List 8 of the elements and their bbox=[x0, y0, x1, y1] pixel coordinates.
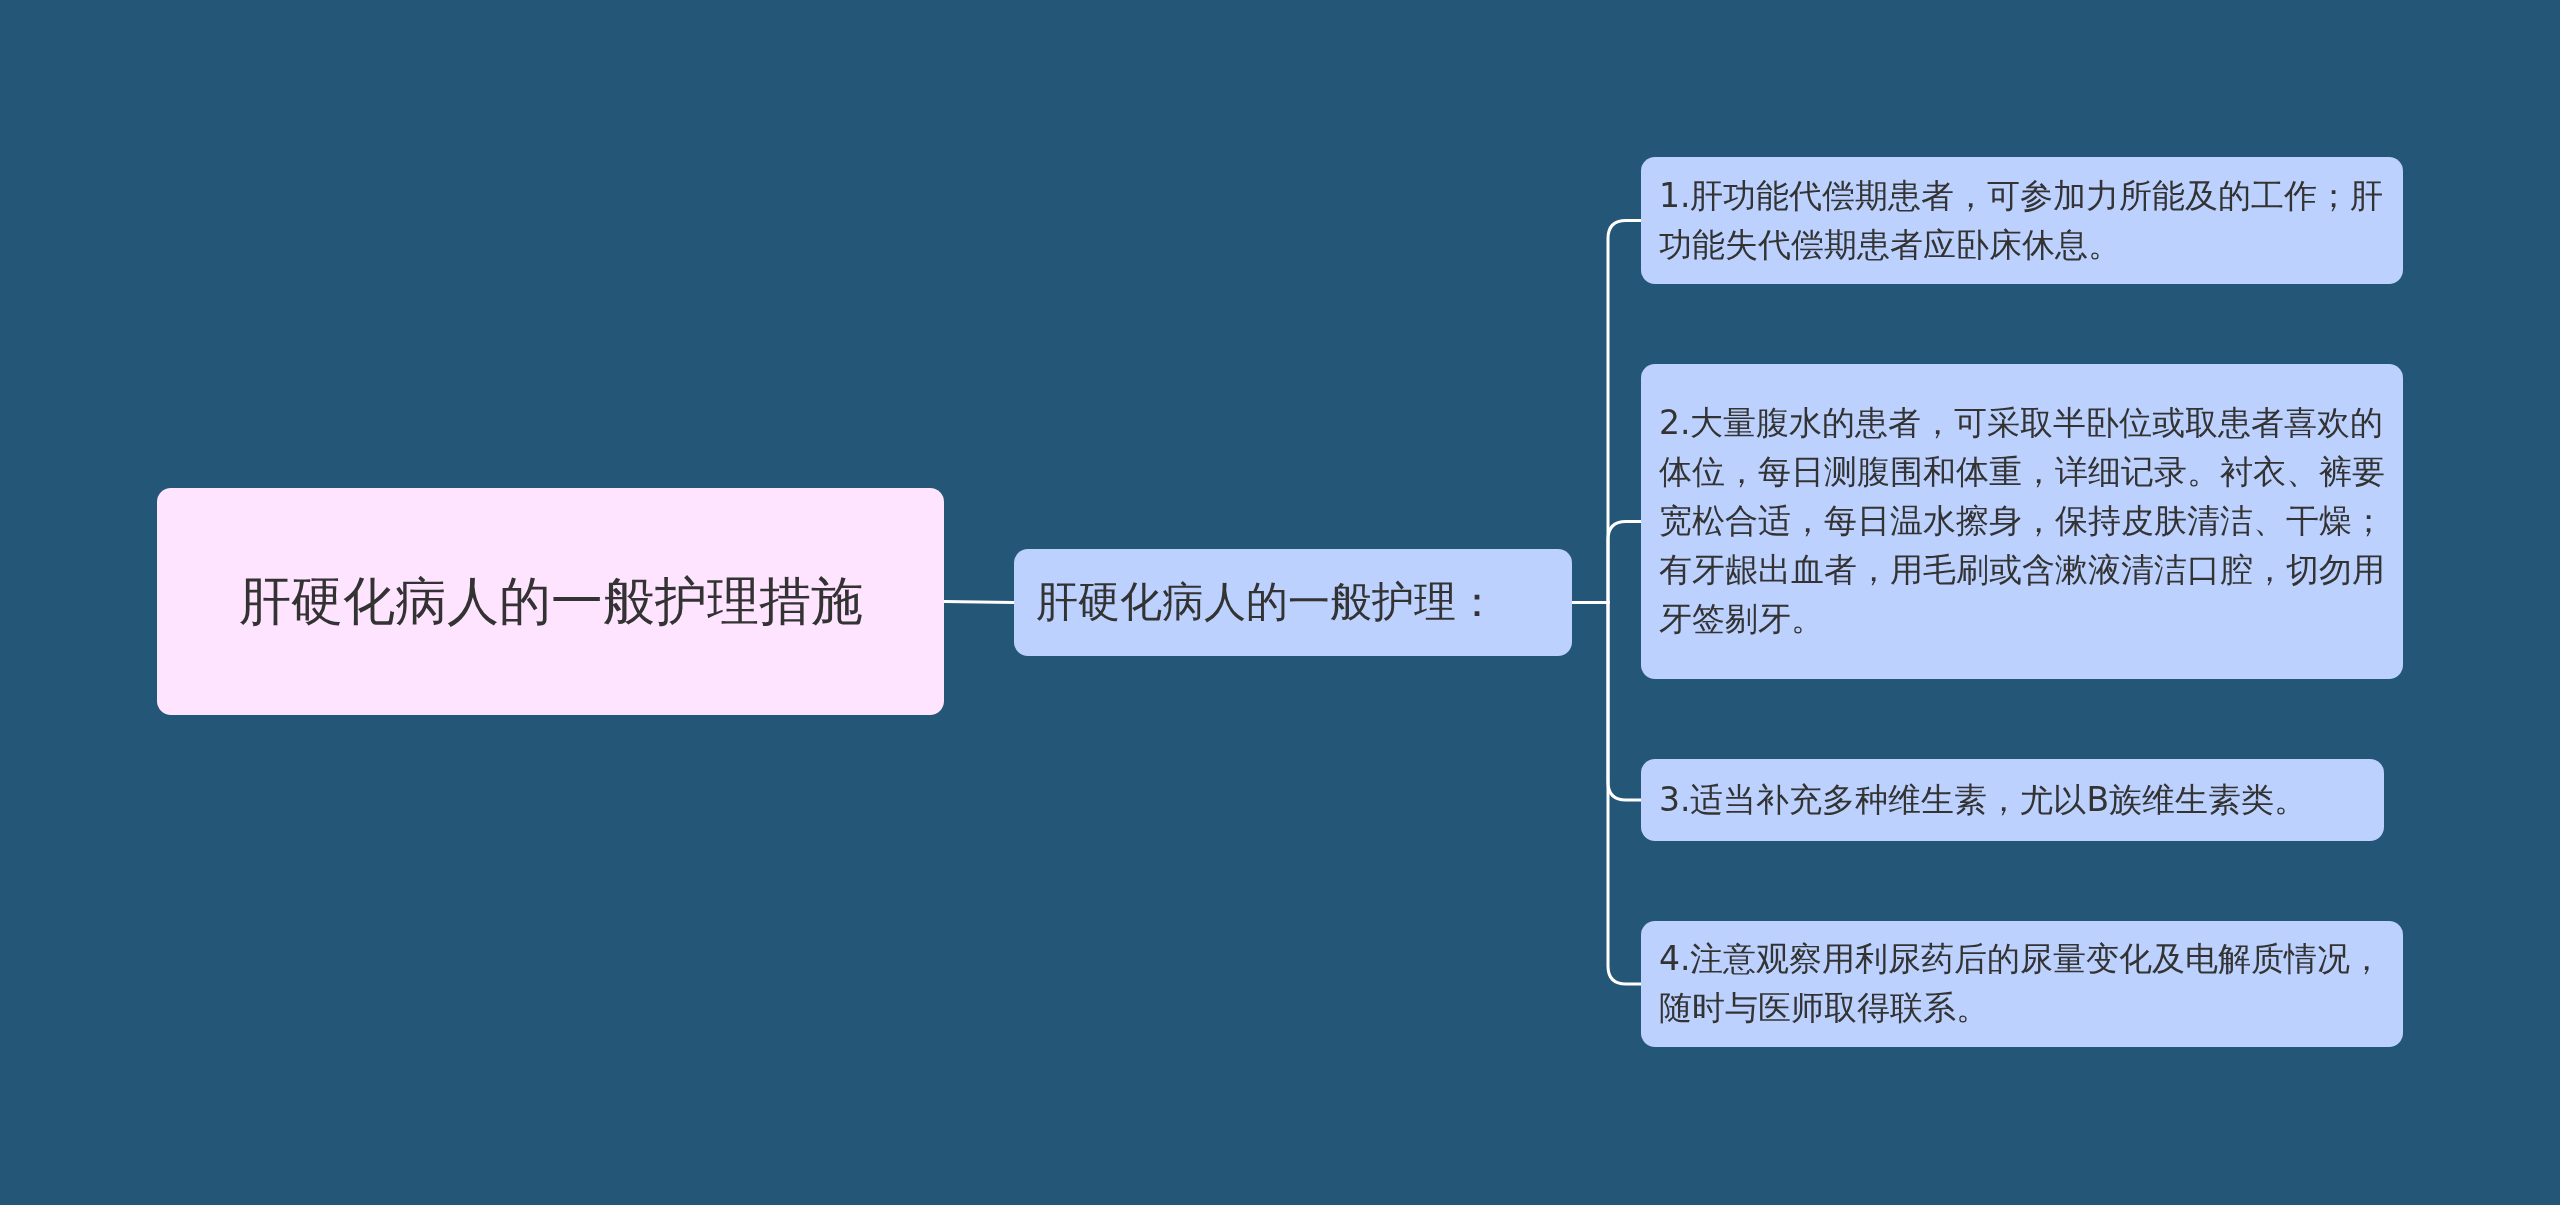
leaf-topic-box: 2.大量腹水的患者，可采取半卧位或取患者喜欢的体位，每日测腹围和体重，详细记录。衬衣、裤要宽松合适，每日温水擦身，保持皮肤清洁、干燥；有牙龈出血者，用毛刷或含漱液清洁口腔，切勿用牙签剔牙。 bbox=[1641, 364, 2403, 679]
leaf-topic-box: 4.注意观察用利尿药后的尿量变化及电解质情况，随时与医师取得联系。 bbox=[1641, 921, 2403, 1047]
leaf-topic-box: 1.肝功能代偿期患者，可参加力所能及的工作；肝功能失代偿期患者应卧床休息。 bbox=[1641, 157, 2403, 284]
subtopic-box: 肝硬化病人的一般护理： bbox=[1014, 549, 1572, 656]
root-topic-box: 肝硬化病人的一般护理措施 bbox=[157, 488, 944, 715]
connector-line bbox=[1572, 601, 1641, 986]
connector-line bbox=[943, 600, 1015, 604]
leaf-topic-box: 3.适当补充多种维生素，尤以B族维生素类。 bbox=[1641, 759, 2384, 841]
